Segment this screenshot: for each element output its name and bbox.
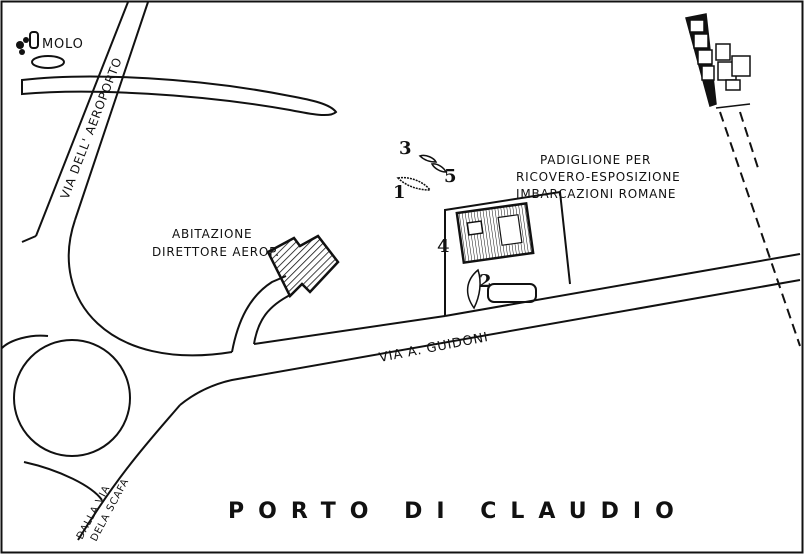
boat-3 (418, 154, 438, 163)
marker-2: 2 (479, 271, 492, 292)
runway-dashed-lines (719, 111, 801, 347)
boat-5 (430, 163, 448, 173)
ancient-shoreline (21, 75, 338, 117)
label-padiglione-3: IMBARCAZIONI ROMANE (516, 187, 676, 201)
roundabout (1, 334, 131, 457)
pavilion-enclosure (444, 190, 571, 316)
pavilion-building (455, 201, 535, 265)
marker-5: 5 (444, 166, 457, 187)
marker-4: 4 (437, 236, 450, 257)
boat-2 (466, 268, 481, 310)
label-abitazione-2: DIRETTORE AEROP. (152, 245, 280, 259)
boat-1 (396, 176, 432, 191)
molo-pier (16, 31, 65, 69)
director-house (266, 234, 340, 299)
label-padiglione-1: PADIGLIONE PER (540, 153, 651, 167)
airport-hangars (685, 13, 751, 109)
curved-access-road (67, 219, 446, 357)
marker-3: 3 (399, 138, 412, 159)
boat-outlines (396, 154, 481, 310)
map-title: PORTO DI CLAUDIO (228, 499, 688, 524)
via-aeroporto-road (21, 1, 149, 243)
label-padiglione-2: RICOVERO-ESPOSIZIONE (516, 170, 681, 184)
marker-1: 1 (393, 182, 406, 203)
label-abitazione-1: ABITAZIONE (172, 227, 252, 241)
via-guidoni-road (23, 253, 801, 541)
label-molo: MOLO (42, 37, 84, 52)
